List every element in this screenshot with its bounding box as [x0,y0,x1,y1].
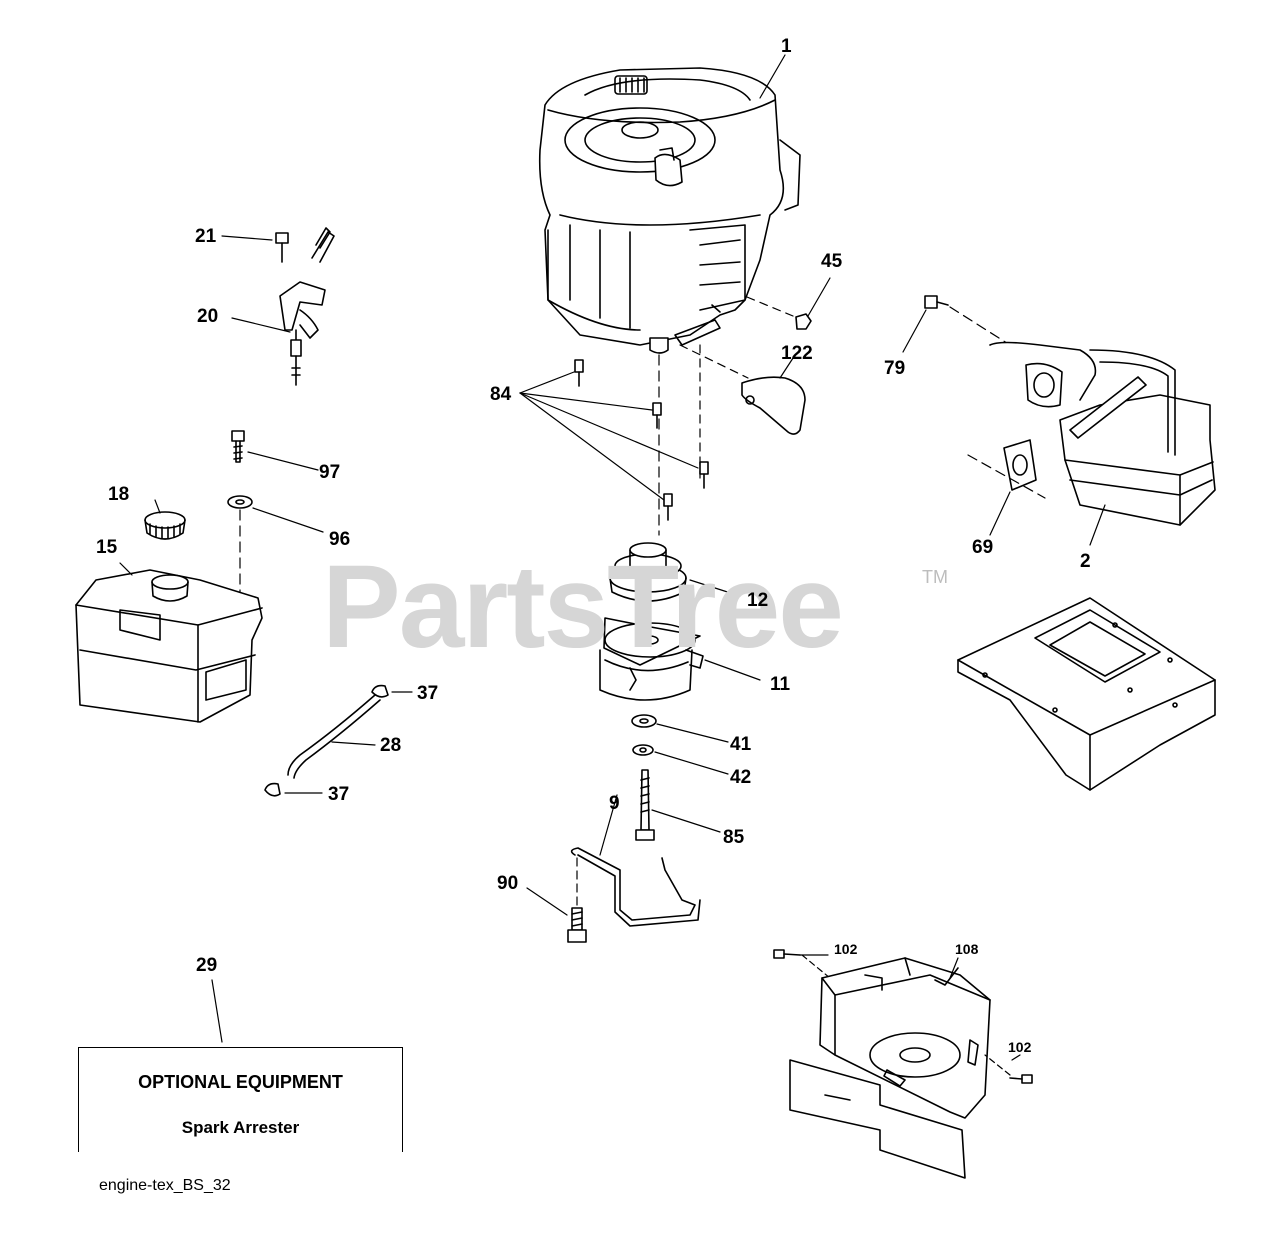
callout-97[interactable]: 97 [319,462,341,483]
callout-69[interactable]: 69 [972,537,994,558]
trademark-symbol: TM [922,567,948,587]
callout-108[interactable]: 108 [955,941,979,957]
callout-21[interactable]: 21 [195,226,217,247]
fuel-hose-part-28[interactable] [287,694,381,779]
gasket-part-69[interactable] [967,439,1046,536]
callout-96[interactable]: 96 [329,529,351,550]
bolt-part-90[interactable] [526,857,587,943]
heat-shield-part-108[interactable] [789,957,991,1179]
callout-45[interactable]: 45 [821,251,843,272]
washer-part-96[interactable] [227,495,324,641]
callout-11[interactable]: 11 [770,674,791,695]
callout-2[interactable]: 2 [1080,551,1091,572]
pulley-part-12[interactable] [609,542,741,602]
callout-122[interactable]: 122 [781,343,813,364]
washer-part-41[interactable] [631,714,729,743]
muffler-part-2[interactable] [989,341,1216,546]
callout-18[interactable]: 18 [108,484,130,505]
callout-9[interactable]: 9 [609,793,620,814]
callout-37-upper[interactable]: 37 [417,683,439,704]
callout-102-right[interactable]: 102 [1008,1039,1032,1055]
lockwasher-part-42[interactable] [632,744,729,775]
watermark: PartsTree [322,541,844,673]
callout-85[interactable]: 85 [723,827,745,848]
callout-41[interactable]: 41 [730,734,752,755]
clamp-part-37-lower[interactable] [264,782,323,797]
callout-1[interactable]: 1 [781,36,792,57]
bolt-part-85[interactable] [635,769,721,841]
nut-part-45[interactable] [795,277,831,330]
clutch-part-11[interactable] [599,617,761,701]
optional-equipment-box: OPTIONAL EQUIPMENT Spark Arrester [78,1047,403,1152]
screw-part-21[interactable] [221,232,289,263]
callout-42[interactable]: 42 [730,767,752,788]
engine-leaders [658,54,794,536]
rod-part-9[interactable] [570,794,701,927]
callout-90[interactable]: 90 [497,873,519,894]
optional-equipment-title: OPTIONAL EQUIPMENT [138,1072,343,1092]
bolts-part-84[interactable] [519,359,709,521]
callout-84[interactable]: 84 [490,384,512,405]
fuel-cap-part-18[interactable] [144,499,186,540]
leader-part-29 [211,979,223,1043]
screw-part-97[interactable] [231,430,319,471]
callout-29[interactable]: 29 [196,955,218,976]
engine-part-1[interactable] [538,67,801,354]
callout-79[interactable]: 79 [884,358,906,379]
screw-part-102-left[interactable] [773,949,831,979]
callout-15[interactable]: 15 [96,537,118,558]
engine-mounting-plate[interactable] [957,597,1216,791]
clamp-part-37-upper[interactable] [371,684,413,698]
screw-part-102-right[interactable] [984,1054,1033,1084]
callout-28[interactable]: 28 [380,735,402,756]
shield-part-122[interactable] [741,354,806,435]
screw-part-79[interactable] [902,295,1011,353]
callout-12[interactable]: 12 [747,590,769,611]
throttle-control-part-20[interactable] [231,227,335,386]
diagram-caption: engine-tex_BS_32 [99,1177,231,1194]
callout-37-lower[interactable]: 37 [328,784,350,805]
callout-20[interactable]: 20 [197,306,219,327]
fuel-tank-part-15[interactable] [75,562,263,723]
optional-equipment-item[interactable]: Spark Arrester [181,1118,300,1137]
callout-102-left[interactable]: 102 [834,941,858,957]
